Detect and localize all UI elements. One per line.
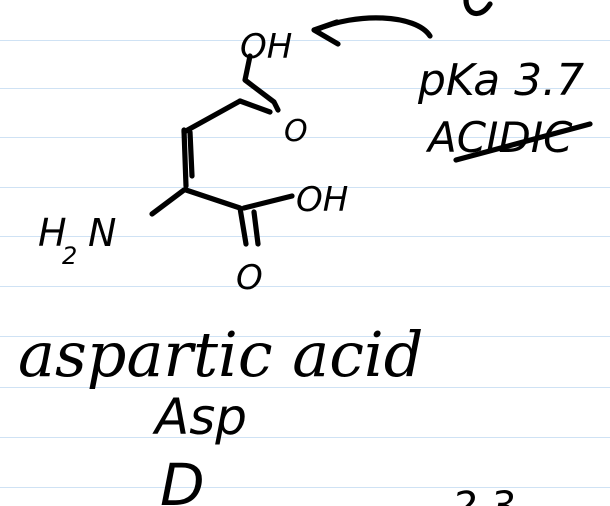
cut-off-text-bottom: 2.3 bbox=[452, 484, 516, 506]
bond-carbonyl-double bbox=[237, 98, 273, 115]
amine-h-label: H bbox=[38, 211, 67, 255]
bond-carboxyl-to-oh bbox=[241, 193, 295, 211]
one-letter-code: D bbox=[160, 451, 205, 506]
pka-arrowhead bbox=[311, 19, 341, 47]
ruled-line bbox=[0, 40, 610, 41]
bond-ch2-to-carbonyl bbox=[181, 98, 243, 135]
side-chain-o-label: O bbox=[284, 114, 308, 149]
acidic-underline bbox=[453, 121, 593, 163]
cut-off-stroke-top bbox=[463, 0, 493, 17]
bond-carboxyl-double bbox=[251, 209, 261, 247]
ruled-line bbox=[0, 487, 610, 488]
ruled-line bbox=[0, 137, 610, 138]
bond-amine-to-alpha-carbon bbox=[149, 187, 187, 217]
side-chain-oh-label: OH bbox=[240, 27, 292, 67]
pka-annotation: pKa 3.7 bbox=[417, 55, 584, 106]
three-letter-code: Asp bbox=[152, 388, 247, 446]
amino-acid-name: aspartic acid bbox=[18, 318, 423, 391]
acidic-annotation: ACIDIC bbox=[425, 113, 573, 162]
ruled-line bbox=[0, 286, 610, 287]
amine-subscript-label: 2 bbox=[62, 242, 77, 270]
carboxyl-oh-label: OH bbox=[296, 180, 348, 220]
bond-vertical-retrace bbox=[187, 129, 195, 179]
ruled-line bbox=[0, 88, 610, 89]
ruled-line bbox=[0, 336, 610, 337]
ruled-line bbox=[0, 387, 610, 388]
ruled-line bbox=[0, 437, 610, 438]
ruled-line bbox=[0, 236, 610, 237]
bond-ch2-to-alpha-carbon bbox=[181, 127, 189, 189]
pka-arrow-stroke bbox=[313, 15, 433, 39]
amine-n-label: N bbox=[88, 211, 116, 255]
bond-alpha-to-carboxyl bbox=[183, 187, 249, 247]
carboxyl-o-label: O bbox=[236, 258, 263, 298]
ruled-line bbox=[0, 187, 610, 188]
bond-side-chain-carbonyl bbox=[242, 53, 281, 113]
